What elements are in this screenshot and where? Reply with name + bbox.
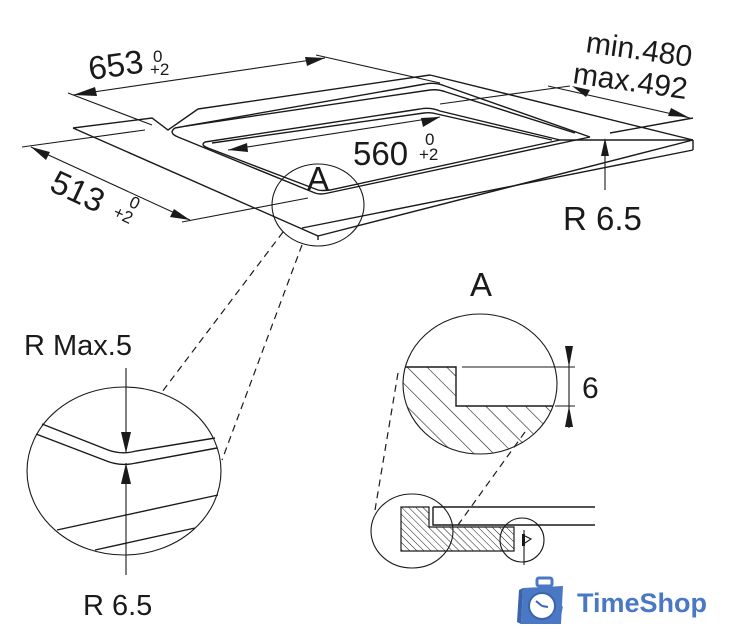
dimension-560: 560 0 +2 bbox=[227, 116, 441, 172]
briefcase-clock-icon bbox=[517, 576, 563, 624]
width-tol-upper: 0 bbox=[153, 47, 162, 66]
width-tol-lower: +2 bbox=[150, 60, 169, 79]
detail-a-title: A bbox=[470, 266, 492, 303]
worktop-isometric-view bbox=[72, 74, 694, 240]
width-value: 653 bbox=[86, 43, 146, 87]
depth-value: 513 bbox=[45, 163, 111, 220]
detail-a-marker-label: A bbox=[307, 160, 329, 197]
radius-top-label: R 6.5 bbox=[563, 200, 642, 237]
dimension-worktop-depth: min.480 max.492 bbox=[439, 26, 694, 119]
corner-radius-detail: R Max.5 R 6.5 bbox=[24, 330, 222, 622]
brand-name: TimeShop bbox=[577, 588, 708, 618]
inner-width-tol-lower: +2 bbox=[419, 145, 438, 164]
radius-max-label: R Max.5 bbox=[24, 330, 132, 362]
radius-bottom-label: R 6.5 bbox=[83, 590, 152, 622]
dimension-653: 653 0 +2 bbox=[67, 43, 441, 126]
cross-section-small bbox=[370, 493, 595, 569]
detail-a-section: A 6 bbox=[402, 266, 599, 455]
step-height-label: 6 bbox=[582, 372, 599, 405]
detail-a-marker: A bbox=[271, 160, 365, 247]
radius-callout-top: R 6.5 bbox=[563, 138, 642, 237]
inner-width-value: 560 bbox=[353, 135, 408, 172]
inner-width-tol-upper: 0 bbox=[425, 130, 434, 149]
timeshop-watermark: TimeShop bbox=[517, 576, 727, 628]
